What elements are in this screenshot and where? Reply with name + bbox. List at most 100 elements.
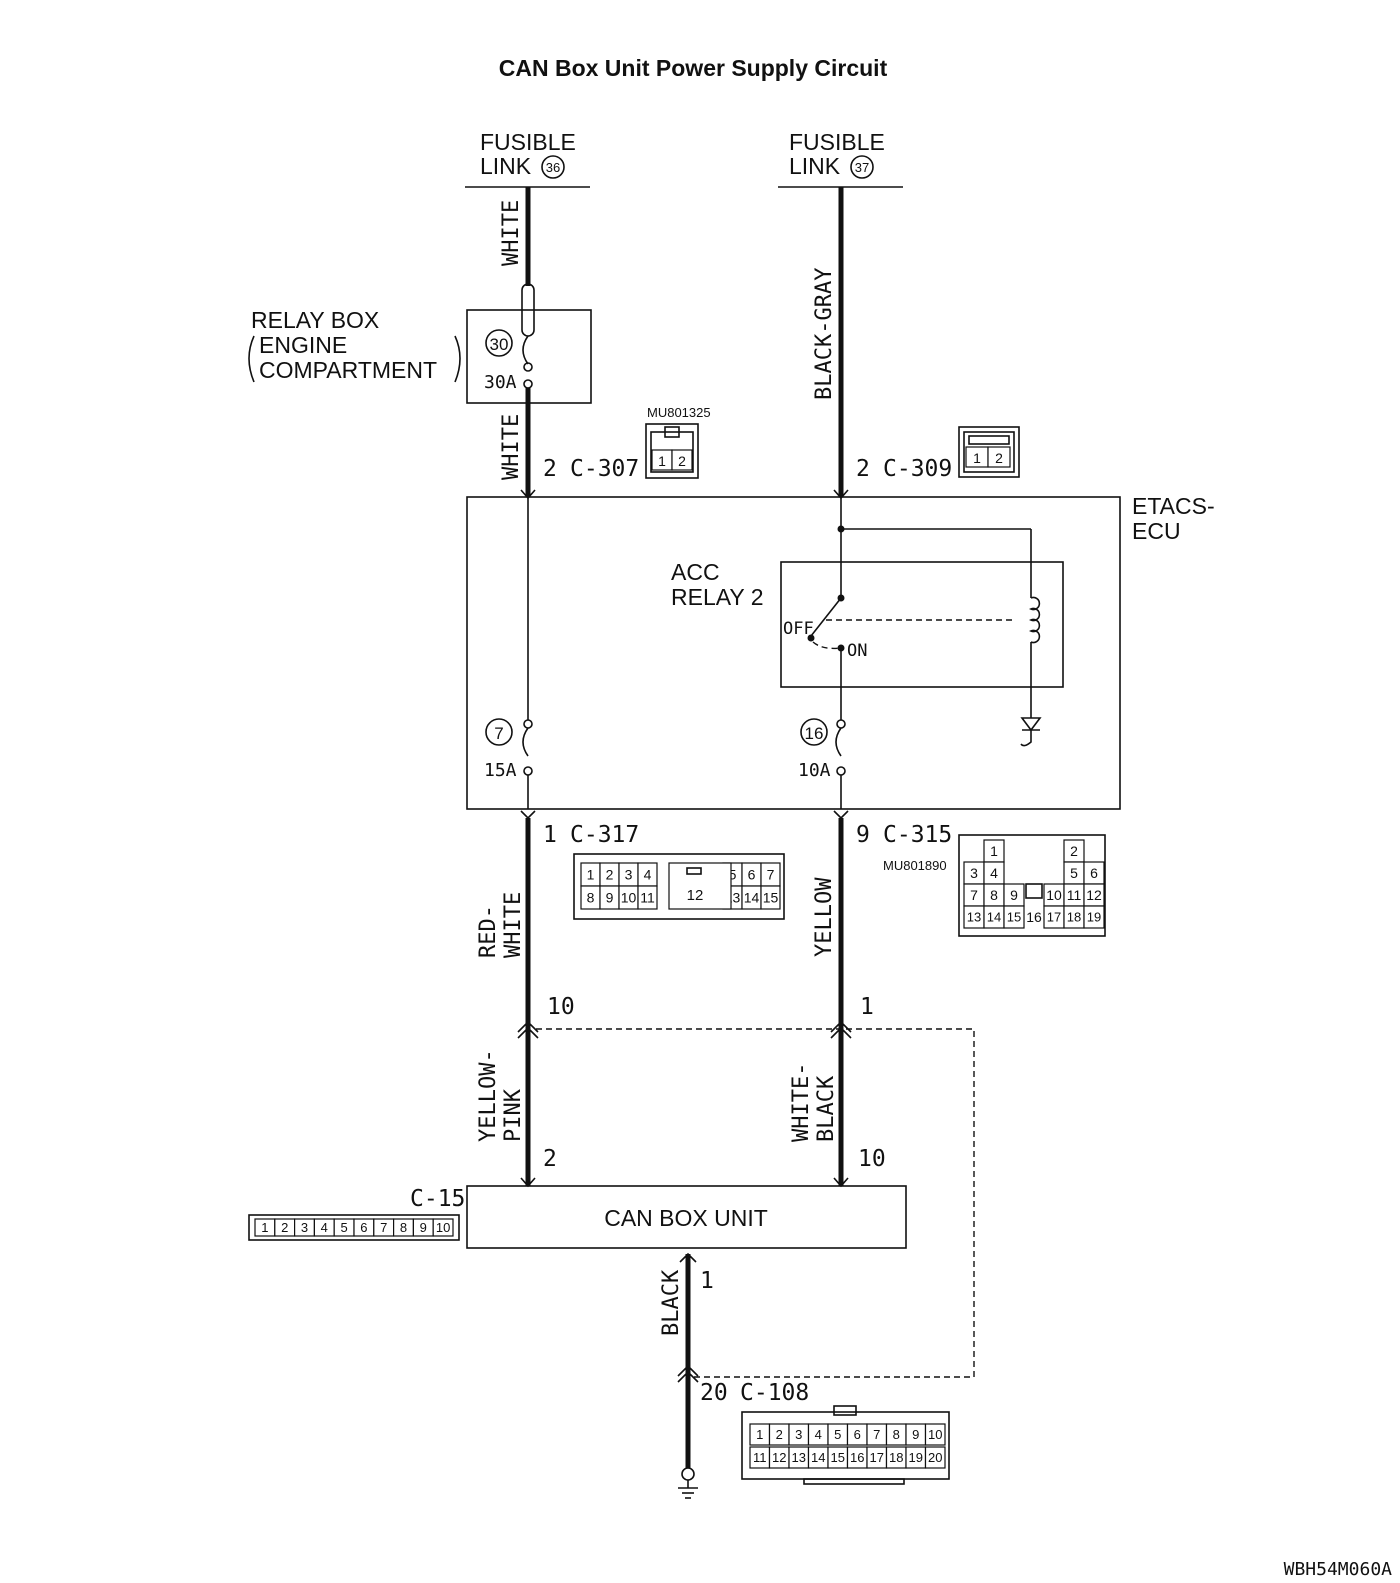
fusible-link-37-number: 37 [855, 160, 869, 175]
c108-cell-20 [924, 1446, 946, 1469]
connector-arrow-c315 [833, 810, 849, 820]
junction-connector-ground [677, 1364, 699, 1383]
c307-part-number: MU801325 [647, 405, 711, 420]
relay-box-paren-left [248, 335, 255, 383]
c315-name: C-315 [883, 822, 952, 848]
c15-cell-3-label: 3 [301, 1220, 308, 1235]
c315-cell-11-label: 11 [1067, 887, 1082, 903]
diagram-code: WBH54M060A [1284, 1559, 1393, 1580]
c307-cell-2 [671, 449, 693, 471]
c108-latch [833, 1405, 857, 1416]
c108-name: C-108 [740, 1380, 809, 1406]
relay-box-paren-right [454, 335, 461, 383]
c15-cell-5-label: 5 [340, 1220, 347, 1235]
wire-label-black-gray: BLACK-GRAY [812, 268, 837, 400]
relay-box-label-2: ENGINE [259, 332, 347, 358]
c309-cell-2 [987, 446, 1011, 468]
c309-cell-2-label: 2 [995, 450, 1003, 466]
wire-label-white-mid: WHITE [499, 414, 524, 480]
can-box-unit-label: CAN BOX UNIT [604, 1205, 768, 1231]
pin-10-left: 10 [547, 994, 575, 1020]
internal-control-symbol [1020, 717, 1042, 732]
c315-cell-15-label: 15 [1007, 910, 1021, 925]
c108-cell-13-label: 13 [792, 1450, 806, 1465]
c108-cell-19-label: 19 [909, 1450, 923, 1465]
diagram-title: CAN Box Unit Power Supply Circuit [499, 55, 888, 81]
c307-name: C-307 [570, 456, 639, 482]
c108-cell-5-label: 5 [834, 1427, 841, 1442]
fusible-link-36-number: 36 [546, 160, 560, 175]
relay-on-path [812, 641, 842, 650]
ground-symbol [678, 1467, 698, 1499]
acc-relay-2-box [780, 561, 1064, 688]
c15-cell-6-label: 6 [360, 1220, 367, 1235]
c108-cell-14-label: 14 [811, 1450, 825, 1465]
acc-relay-on-label: ON [847, 641, 867, 661]
etacs-label-2: ECU [1132, 518, 1181, 544]
c108-cell-6-label: 6 [854, 1427, 861, 1442]
c15-cell-9-label: 9 [420, 1220, 427, 1235]
relay-off-contact [807, 634, 815, 642]
c15-cell-10 [432, 1218, 454, 1237]
shield-dashed-line [536, 1028, 975, 1378]
c317-cell-11-label: 11 [640, 890, 655, 906]
acc-relay-off-label: OFF [783, 619, 814, 639]
c108-foot [803, 1478, 905, 1485]
c317-cell-6-label: 6 [748, 867, 756, 883]
c317-cell-9-label: 9 [606, 890, 614, 906]
fuse-7-number: 7 [494, 724, 503, 743]
wire-label-black2: BLACK [814, 1075, 839, 1142]
wire-label-white2: WHITE [501, 892, 526, 958]
c15-cell-8-label: 8 [400, 1220, 407, 1235]
c315-housing [958, 834, 1106, 937]
c309-name: C-309 [883, 456, 952, 482]
c317-cell-8-label: 8 [587, 890, 595, 906]
c108-cell-11-label: 11 [753, 1450, 767, 1465]
c108-cell-2-label: 2 [776, 1427, 783, 1442]
c307-cell-2-label: 2 [678, 453, 686, 469]
c15-housing [248, 1214, 460, 1241]
c315-cell-13-label: 13 [967, 910, 981, 925]
fuse-16-terminal-bottom [836, 766, 846, 776]
c317-cell-11 [637, 885, 658, 910]
c315-cell-15 [1003, 905, 1025, 929]
c15-cell-10-label: 10 [436, 1220, 450, 1235]
c15-cell-2-label: 2 [281, 1220, 288, 1235]
c108-cell-15-label: 15 [831, 1450, 845, 1465]
c108-cell-9-label: 9 [912, 1427, 919, 1442]
c317-cell-4-label: 4 [644, 867, 652, 883]
c315-cell-10-label: 10 [1046, 887, 1062, 903]
c307-inner [650, 431, 694, 473]
c315-cell-14-label: 14 [987, 910, 1001, 925]
c108-cell-10-label: 10 [928, 1427, 942, 1442]
c307-cell-1-label: 1 [658, 453, 666, 469]
etacs-ecu-box [466, 496, 1121, 810]
fuse-7-terminal-bottom [523, 766, 533, 776]
pin-2-left: 2 [543, 1146, 557, 1172]
fuse-16-circle [800, 718, 828, 746]
c309-cell-1-label: 1 [973, 450, 981, 466]
c317-cell-3-label: 3 [625, 867, 633, 883]
fusible-link-36-circle [541, 155, 565, 179]
c15-cell-4-label: 4 [321, 1220, 328, 1235]
c315-latch [1025, 883, 1043, 899]
connector-c307: 2 C-307 MU801325 1 2 [543, 405, 711, 482]
fusible-link-36-label: FUSIBLE [480, 129, 576, 155]
c315-cell-3-label: 3 [970, 865, 978, 881]
wire-label-black: BLACK [659, 1269, 684, 1336]
fuse-30-link [522, 335, 529, 365]
c108-cell-1-label: 1 [756, 1427, 763, 1442]
fuse-7-link [522, 727, 529, 757]
fuse-16-terminal-top [836, 719, 846, 729]
c108-cell-3-label: 3 [795, 1427, 802, 1442]
c108-pin: 20 [700, 1380, 728, 1406]
c309-housing [958, 426, 1020, 478]
fuse-16-link [835, 727, 842, 757]
c317-cell-15-label: 15 [763, 890, 779, 906]
fuse-30-number: 30 [490, 335, 509, 354]
c108-cell-20-label: 20 [928, 1450, 942, 1465]
c108-cell-17-label: 17 [870, 1450, 884, 1465]
